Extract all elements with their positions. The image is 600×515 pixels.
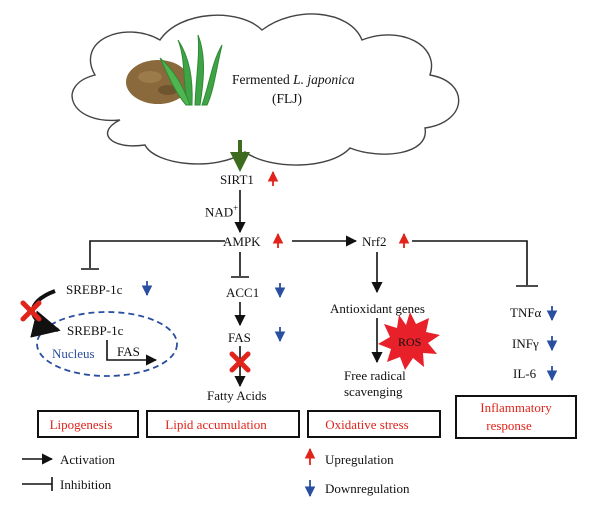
blocked-translocation-cross	[20, 300, 42, 322]
nuclear-fas-label: FAS	[117, 344, 140, 359]
lipogenesis-box: Lipogenesis	[37, 410, 139, 438]
inflammatory-response-box: Inflammatory response	[455, 395, 577, 439]
nucleus-boundary	[36, 311, 178, 377]
il6-label: IL-6	[513, 366, 537, 381]
flj-cloud	[71, 13, 460, 166]
srebp-to-fas-arrow	[106, 340, 158, 366]
legend-inhibition-symbol	[22, 477, 53, 491]
antioxidant-genes-label: Antioxidant genes	[330, 301, 425, 316]
cloud-title-prefix: Fermented	[232, 72, 294, 87]
free-radical-label: Free radical	[344, 368, 406, 383]
nad-text: NAD	[205, 204, 234, 220]
seaweed-image	[159, 34, 223, 106]
sirt1-label: SIRT1	[220, 172, 254, 187]
cloud-title-species: L. japonica	[293, 72, 355, 87]
legend-downregulation-label: Downregulation	[325, 481, 410, 496]
ros-burst	[378, 312, 440, 370]
scavenging-label: scavenging	[344, 384, 403, 399]
srebp-translocation-arrow	[30, 289, 61, 338]
nrf2-label: Nrf2	[362, 234, 387, 249]
blocked-fatty-acid-cross	[229, 351, 251, 373]
ampk-inhibits-srebp	[81, 240, 225, 270]
nad-superscript: +	[233, 203, 239, 213]
cloud-subtitle: (FLJ)	[272, 91, 302, 106]
nad-label: NAD+	[205, 201, 238, 219]
tnf-label: TNFα	[510, 305, 542, 320]
legend-activation-label: Activation	[60, 452, 115, 467]
legend-upregulation-label: Upregulation	[325, 452, 394, 467]
srebp-nuclear-label: SREBP-1c	[67, 323, 124, 338]
legend-inhibition-label: Inhibition	[60, 477, 112, 492]
ampk-label: AMPK	[223, 234, 261, 249]
srebp-cytoplasm-label: SREBP-1c	[66, 282, 123, 297]
inflammatory-label-1: Inflammatory	[480, 400, 552, 415]
nrf2-inhibits-inflammation	[412, 240, 538, 287]
acc1-label: ACC1	[226, 285, 260, 300]
fatty-acids-label: Fatty Acids	[207, 388, 267, 403]
oxidative-stress-label: Oxidative stress	[325, 417, 409, 432]
inflammatory-label-2: response	[486, 418, 532, 433]
ros-label: ROS	[398, 335, 422, 349]
lipid-accumulation-label: Lipid accumulation	[165, 417, 267, 432]
inf-label: INFγ	[512, 336, 539, 351]
cloud-title: Fermented L. japonica	[232, 72, 355, 87]
nucleus-label: Nucleus	[52, 346, 95, 361]
lipid-accumulation-box: Lipid accumulation	[146, 410, 300, 438]
lipogenesis-label: Lipogenesis	[49, 417, 113, 432]
ampk-inhibits-acc1	[231, 252, 249, 278]
oxidative-stress-box: Oxidative stress	[307, 410, 441, 438]
fas-label: FAS	[228, 330, 251, 345]
